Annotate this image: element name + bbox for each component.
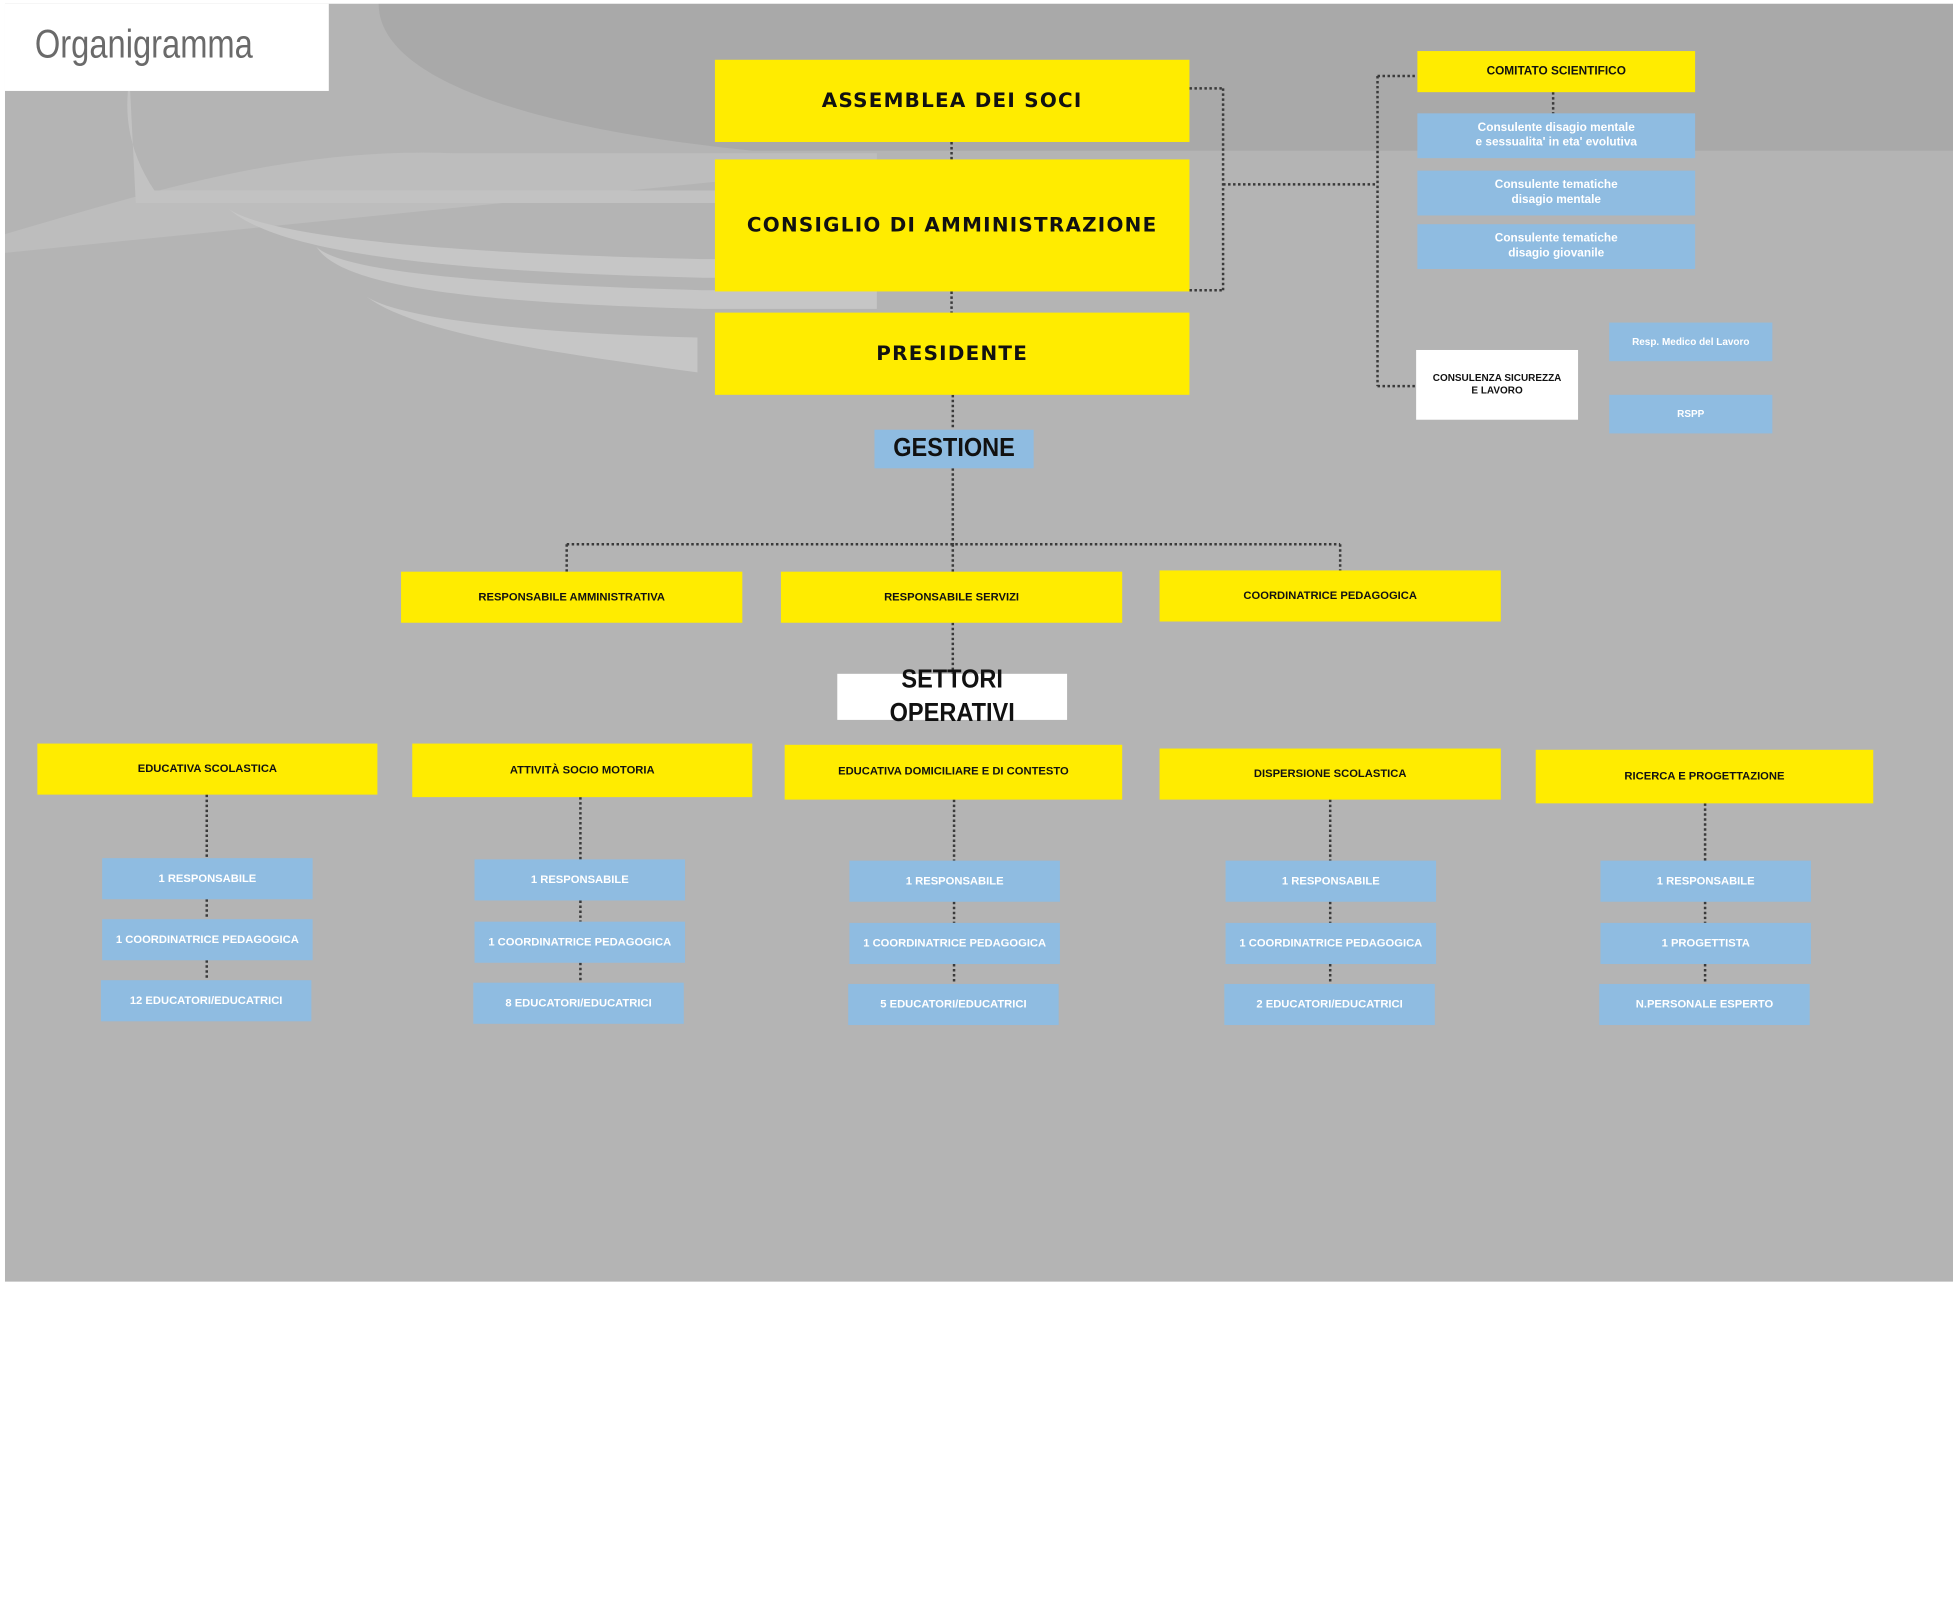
box-settore-attivita-socio-motoria[interactable]: ATTIVITÀ SOCIO MOTORIA: [412, 743, 753, 798]
box-consiglio-di-amministrazione[interactable]: CONSIGLIO DI AMMINISTRAZIONE: [714, 159, 1190, 292]
box-staff-coordinatrice[interactable]: 1 COORDINATRICE PEDAGOGICA: [102, 919, 313, 961]
gestione-role-label: COORDINATRICE PEDAGOGICA: [1243, 588, 1417, 602]
box-settore-educativa-domiciliare[interactable]: EDUCATIVA DOMICILIARE E DI CONTESTO: [784, 744, 1123, 800]
comitato-member-label: Consulente disagio mentale e sessualita'…: [1475, 120, 1637, 150]
settore-label: RICERCA E PROGETTAZIONE: [1624, 769, 1785, 783]
gestione-label: GESTIONE: [893, 433, 1015, 463]
staff-label: 1 COORDINATRICE PEDAGOGICA: [488, 935, 672, 948]
box-staff-progettista[interactable]: 1 PROGETTISTA: [1600, 922, 1811, 965]
box-settore-dispersione-scolastica[interactable]: DISPERSIONE SCOLASTICA: [1159, 748, 1501, 800]
box-consulente-disagio-mentale[interactable]: Consulente tematiche disagio mentale: [1417, 170, 1696, 216]
staff-label: 1 RESPONSABILE: [158, 871, 257, 885]
settore-label: EDUCATIVA SCOLASTICA: [137, 762, 278, 775]
title-panel: Organigramma: [4, 3, 329, 91]
box-staff-coordinatrice[interactable]: 1 COORDINATRICE PEDAGOGICA: [474, 921, 686, 963]
box-staff-responsabile[interactable]: 1 RESPONSABILE: [102, 858, 313, 900]
sicurezza-member-label: Resp. Medico del Lavoro: [1632, 335, 1750, 347]
box-staff-responsabile[interactable]: 1 RESPONSABILE: [849, 860, 1060, 902]
box-responsabile-servizi[interactable]: RESPONSABILE SERVIZI: [780, 571, 1123, 623]
comitato-member-label: Consulente tematiche disagio mentale: [1494, 178, 1618, 207]
box-assemblea-dei-soci[interactable]: ASSEMBLEA DEI SOCI: [714, 59, 1190, 142]
box-staff-educatori[interactable]: 8 EDUCATORI/EDUCATRICI: [473, 982, 684, 1024]
staff-label: N.PERSONALE ESPERTO: [1635, 997, 1774, 1010]
box-staff-responsabile[interactable]: 1 RESPONSABILE: [474, 859, 686, 901]
box-presidente[interactable]: PRESIDENTE: [714, 312, 1190, 395]
assemblea-label: ASSEMBLEA DEI SOCI: [821, 88, 1083, 113]
staff-label: 1 RESPONSABILE: [530, 872, 629, 886]
connector-lines: [205, 74, 1707, 984]
staff-label: 1 RESPONSABILE: [1281, 874, 1380, 887]
box-staff-coordinatrice[interactable]: 1 COORDINATRICE PEDAGOGICA: [849, 922, 1060, 965]
comitato-member-label: Consulente tematiche disagio giovanile: [1494, 231, 1618, 261]
box-resp-medico-lavoro[interactable]: Resp. Medico del Lavoro: [1609, 322, 1773, 362]
settori-label: SETTORI OPERATIVI: [889, 665, 1015, 727]
box-staff-personale-esperto[interactable]: N.PERSONALE ESPERTO: [1599, 983, 1810, 1026]
box-staff-responsabile[interactable]: 1 RESPONSABILE: [1225, 860, 1437, 902]
sicurezza-member-label: RSPP: [1677, 407, 1705, 420]
settore-label: ATTIVITÀ SOCIO MOTORIA: [509, 763, 655, 776]
sicurezza-label: CONSULENZA SICUREZZA E LAVORO: [1432, 372, 1562, 397]
staff-label: 5 EDUCATORI/EDUCATRICI: [880, 997, 1027, 1010]
presidente-label: PRESIDENTE: [876, 341, 1029, 365]
box-consulente-disagio-giovanile[interactable]: Consulente tematiche disagio giovanile: [1417, 224, 1696, 270]
box-settori-operativi[interactable]: SETTORI OPERATIVI: [837, 665, 1068, 727]
box-gestione[interactable]: GESTIONE: [874, 429, 1034, 469]
staff-label: 12 EDUCATORI/EDUCATRICI: [129, 993, 283, 1007]
staff-label: 1 PROGETTISTA: [1661, 936, 1750, 949]
box-settore-educativa-scolastica[interactable]: EDUCATIVA SCOLASTICA: [37, 743, 378, 795]
staff-label: 1 COORDINATRICE PEDAGOGICA: [863, 936, 1047, 949]
box-staff-responsabile[interactable]: 1 RESPONSABILE: [1600, 860, 1811, 902]
box-rspp[interactable]: RSPP: [1609, 394, 1773, 434]
gestione-role-label: RESPONSABILE AMMINISTRATIVA: [478, 590, 665, 603]
settore-label: DISPERSIONE SCOLASTICA: [1253, 767, 1407, 780]
box-coordinatrice-pedagogica[interactable]: COORDINATRICE PEDAGOGICA: [1159, 570, 1501, 622]
box-staff-educatori[interactable]: 12 EDUCATORI/EDUCATRICI: [100, 980, 312, 1022]
staff-label: 1 RESPONSABILE: [905, 874, 1004, 887]
gestione-role-label: RESPONSABILE SERVIZI: [884, 590, 1020, 603]
staff-label: 2 EDUCATORI/EDUCATRICI: [1256, 997, 1403, 1010]
box-consulente-disagio-mentale-sessualita[interactable]: Consulente disagio mentale e sessualita'…: [1417, 113, 1696, 159]
box-staff-educatori[interactable]: 2 EDUCATORI/EDUCATRICI: [1224, 983, 1435, 1026]
box-staff-educatori[interactable]: 5 EDUCATORI/EDUCATRICI: [848, 983, 1059, 1026]
box-staff-coordinatrice[interactable]: 1 COORDINATRICE PEDAGOGICA: [1225, 922, 1437, 965]
staff-label: 1 COORDINATRICE PEDAGOGICA: [1239, 936, 1423, 949]
settore-label: EDUCATIVA DOMICILIARE E DI CONTESTO: [838, 765, 1069, 778]
page-title: Organigramma: [34, 21, 253, 67]
staff-label: 8 EDUCATORI/EDUCATRICI: [505, 996, 652, 1009]
staff-label: 1 RESPONSABILE: [1656, 874, 1755, 887]
box-settore-ricerca-progettazione[interactable]: RICERCA E PROGETTAZIONE: [1535, 749, 1874, 804]
box-comitato-scientifico[interactable]: COMITATO SCIENTIFICO: [1417, 51, 1696, 93]
staff-label: 1 COORDINATRICE PEDAGOGICA: [115, 932, 299, 946]
box-consulenza-sicurezza-lavoro[interactable]: CONSULENZA SICUREZZA E LAVORO: [1416, 349, 1579, 420]
box-responsabile-amministrativa[interactable]: RESPONSABILE AMMINISTRATIVA: [401, 571, 743, 623]
comitato-label: COMITATO SCIENTIFICO: [1486, 64, 1626, 78]
consiglio-label: CONSIGLIO DI AMMINISTRAZIONE: [746, 212, 1158, 237]
